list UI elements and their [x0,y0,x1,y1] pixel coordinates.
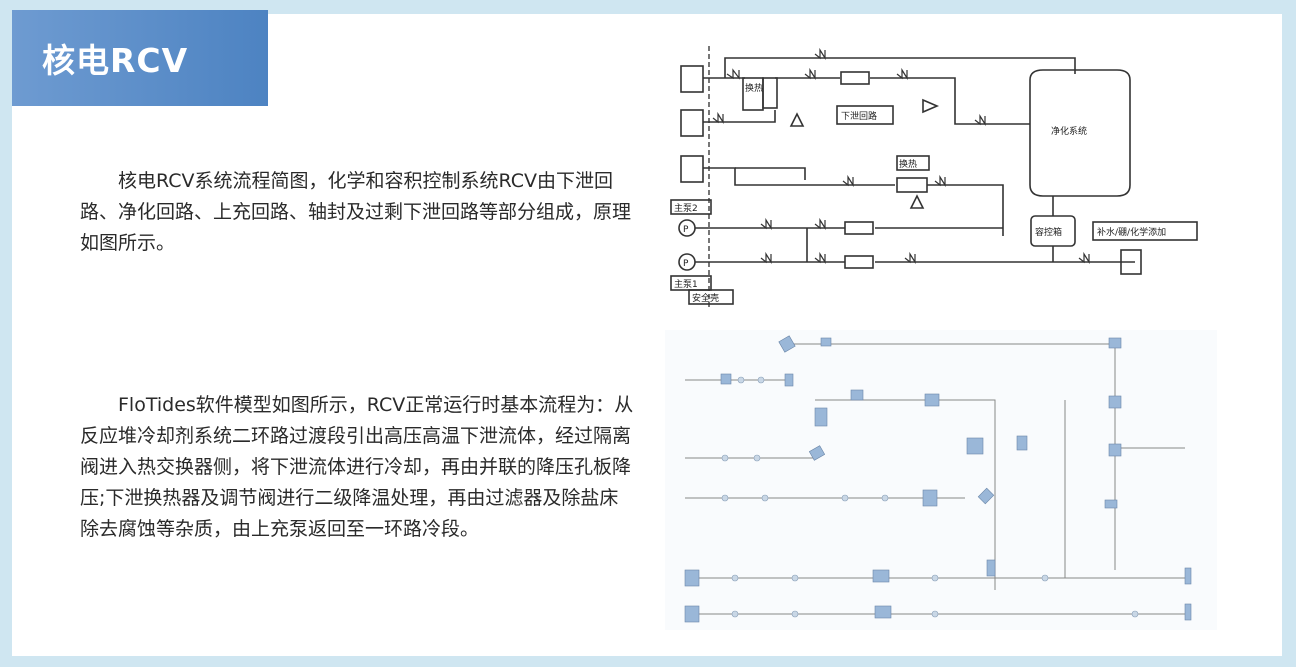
flotides-paragraph: FloTides软件模型如图所示，RCV正常运行时基本流程为：从反应堆冷却剂系统… [80,394,634,540]
pump1-symbol: P [683,259,689,269]
hx-top-label: 换热 [745,82,763,94]
hx-mid-label: 换热 [899,158,917,170]
vct-label: 容控箱 [1035,226,1062,238]
makeup-label: 补水/硼/化学添加 [1097,226,1166,238]
containment-label: 安全壳 [692,292,719,304]
page-title: 核电RCV [12,10,268,106]
pump2-symbol: P [683,225,689,235]
rcv-schematic-diagram: 换热 下泄回路 净化系统 换热 容控箱 补水/硼/化学添加 主泵2 主泵1 P … [670,46,1198,308]
flotides-model-diagram [665,330,1217,630]
intro-paragraph: 核电RCV系统流程简图，化学和容积控制系统RCV由下泄回路、净化回路、上充回路、… [80,170,632,254]
purification-label: 净化系统 [1051,125,1087,137]
pump1-label: 主泵1 [674,278,698,290]
pump2-label: 主泵2 [674,202,698,214]
letdown-loop-label: 下泄回路 [841,110,877,122]
